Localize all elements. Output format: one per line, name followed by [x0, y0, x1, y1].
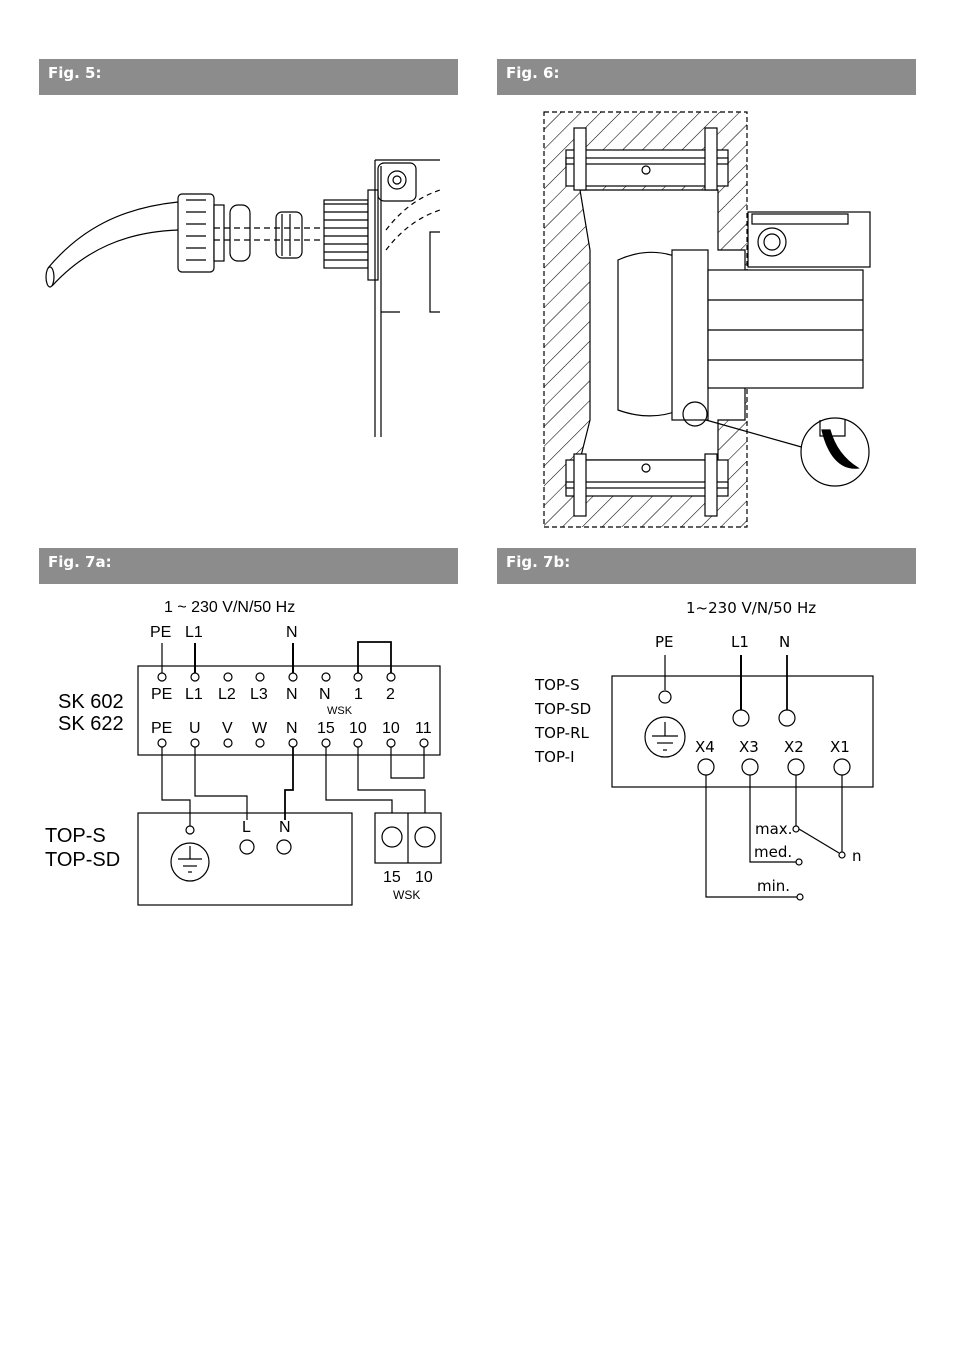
fig7a-top-terminal-n: N	[286, 686, 298, 703]
fig7a-bottom-terminal-15: 15	[317, 720, 335, 737]
fig7a-bottom-terminal-10b: 10	[382, 720, 400, 737]
fig7a-pump-terminal-l: L	[242, 819, 251, 836]
fig7a-bottom-terminal-pe: PE	[151, 720, 172, 737]
fig7b-terminal-x4: X4	[695, 738, 715, 756]
fig7a-bottom-terminal-n: N	[286, 720, 298, 737]
fig7a-pump-box	[137, 812, 353, 906]
fig7a-bottom-terminal-11: 11	[415, 720, 432, 737]
fig7a-wsk-terminal-15: 15	[383, 869, 401, 886]
fig7a-pump-name-1: TOP-S	[45, 825, 106, 847]
fig7b-neutral-n: n	[852, 847, 862, 865]
fig7a-top-terminal-2: 2	[386, 686, 395, 703]
fig7b-terminal-box	[611, 675, 874, 788]
fig7b-supply: 1~230 V/N/50 Hz	[686, 599, 816, 617]
fig7b-model-2: TOP-SD	[534, 700, 591, 718]
fig7a-supply-n: N	[286, 624, 298, 641]
fig7b-supply-pe: PE	[655, 633, 674, 651]
fig7a-bottom-terminal-u: U	[189, 720, 201, 737]
fig7b-speed-min: min.	[757, 877, 790, 895]
fig7a-pump-name-2: TOP-SD	[45, 849, 120, 871]
fig7b-speed-med: med.	[754, 843, 792, 861]
fig7b-header: Fig. 7b:	[497, 548, 916, 584]
fig7a-supply: 1 ~ 230 V/N/50 Hz	[164, 599, 295, 616]
fig7a-header: Fig. 7a:	[39, 548, 458, 584]
fig7a-wsk-terminal-10: 10	[415, 869, 433, 886]
fig7b-wiring-diagram: 1~230 V/N/50 Hz PE L1 N TOP-S TOP-SD TOP…	[534, 599, 874, 901]
fig5-header: Fig. 5:	[39, 59, 458, 95]
fig7b-supply-l1: L1	[731, 633, 749, 651]
fig5-cable-gland-drawing	[45, 159, 441, 437]
fig7a-bottom-terminal-10a: 10	[349, 720, 367, 737]
fig7a-panel-name-2: SK 622	[58, 713, 124, 735]
fig7b-ground-symbol	[644, 716, 686, 758]
fig7a-top-terminal-n2: N	[319, 686, 331, 703]
fig7b-model-4: TOP-I	[534, 748, 575, 766]
fig7b-terminal-x1: X1	[830, 738, 850, 756]
fig7a-pump-terminal-n: N	[279, 819, 291, 836]
fig7b-terminal-x2: X2	[784, 738, 804, 756]
fig7b-terminal-x3: X3	[739, 738, 759, 756]
fig7a-ground-symbol	[170, 842, 210, 882]
fig6-pump-drawing	[543, 111, 871, 528]
fig7a-wsk-label: WSK	[393, 888, 420, 902]
fig7a-supply-pe: PE	[150, 624, 171, 641]
fig6-header: Fig. 6:	[497, 59, 916, 95]
fig7a-bottom-terminal-w: W	[252, 720, 268, 737]
fig7a-control-panel-box	[137, 665, 441, 756]
fig7a-supply-l1: L1	[185, 624, 203, 641]
fig7a-top-wsk-label: WSK	[327, 705, 353, 717]
fig7b-model-1: TOP-S	[534, 676, 580, 694]
fig7a-terminal-points	[157, 672, 429, 748]
fig7b-supply-n: N	[779, 633, 790, 651]
fig7a-top-terminal-pe: PE	[151, 686, 172, 703]
fig7b-speed-max: max.	[755, 820, 792, 838]
fig7b-model-3: TOP-RL	[534, 724, 590, 742]
fig7a-wires	[161, 641, 426, 826]
fig7a-top-terminal-1: 1	[354, 686, 363, 703]
fig7a-panel-name-1: SK 602	[58, 691, 124, 713]
fig7a-bottom-terminal-v: V	[222, 720, 233, 737]
fig7a-top-terminal-l1: L1	[185, 686, 203, 703]
fig7a-top-terminal-l2: L2	[218, 686, 236, 703]
fig7a-wiring-diagram: 1 ~ 230 V/N/50 Hz PE L1 N SK 602 SK 622 …	[45, 599, 442, 906]
fig7a-top-terminal-l3: L3	[250, 686, 268, 703]
